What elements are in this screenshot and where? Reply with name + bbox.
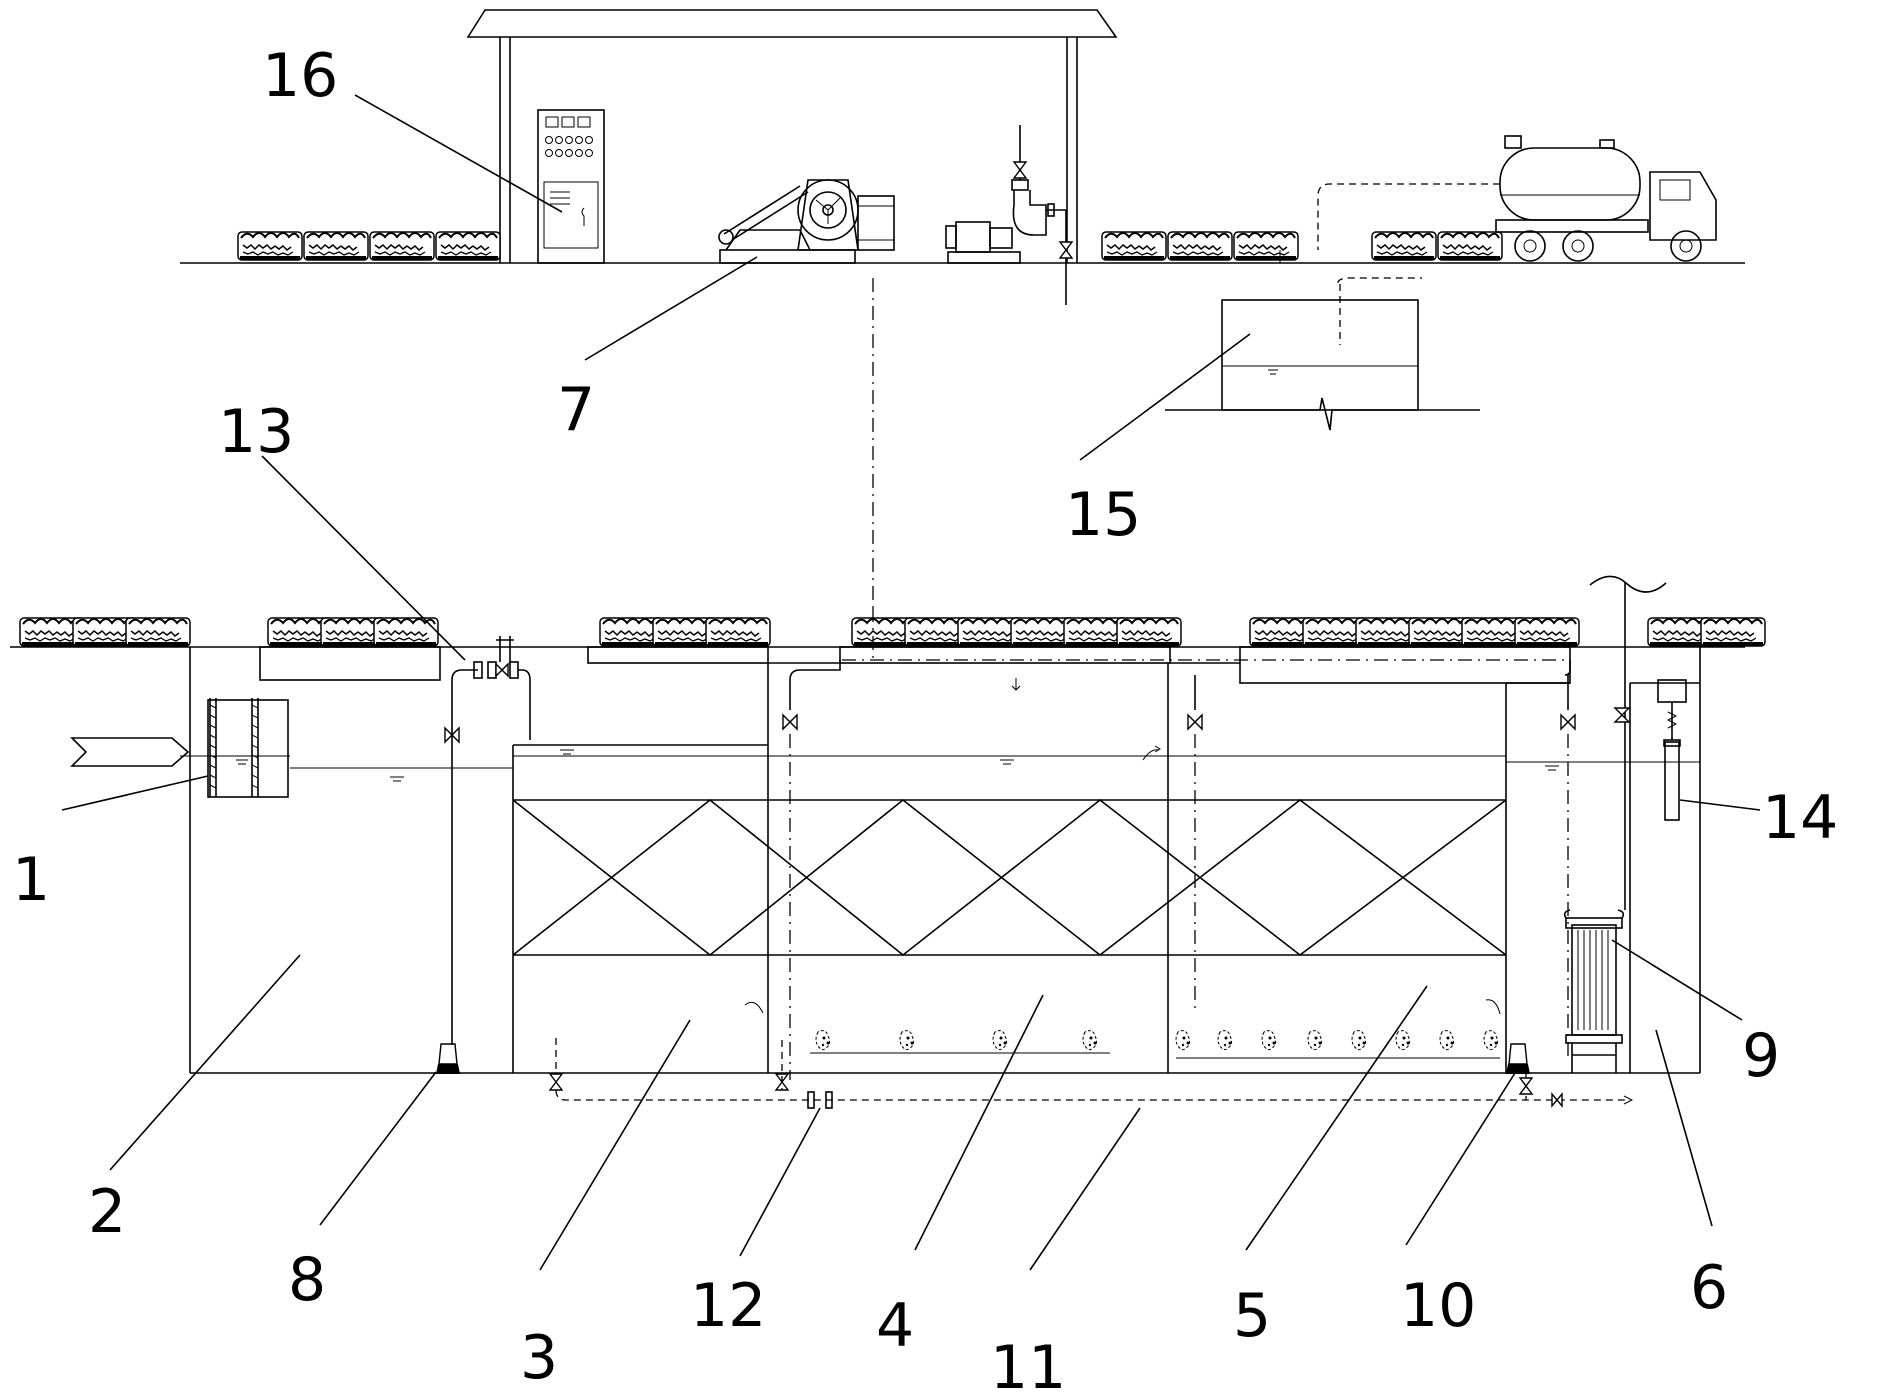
label-14: 14: [1762, 783, 1838, 853]
leader-lines: [61, 94, 1761, 1271]
label-15: 15: [1065, 480, 1141, 550]
label-2: 2: [88, 1177, 126, 1247]
label-16: 16: [262, 41, 338, 111]
lift-pump-and-pipe: [435, 636, 531, 1075]
pump-house-shed: [466, 9, 1118, 263]
sludge-return-line: [549, 1038, 1634, 1109]
filler-media-zone: [512, 798, 1507, 957]
label-3: 3: [520, 1323, 558, 1393]
label-13: 13: [218, 397, 294, 467]
level-gauge: [1657, 679, 1687, 821]
upper-shrubs-middle: [1101, 231, 1299, 261]
aeration-diffusers: [744, 999, 1501, 1059]
callout-numbers: 16 7 13 15 1 14 9 2 8 3 12 4 11 5 10 6: [12, 41, 1838, 1395]
label-7: 7: [557, 375, 595, 445]
label-11: 11: [990, 1333, 1066, 1395]
label-10: 10: [1400, 1271, 1476, 1341]
label-4: 4: [876, 1291, 914, 1361]
lower-shrubs: [19, 617, 1766, 647]
membrane-module: [1563, 575, 1667, 1073]
treatment-tank-body: [189, 647, 1701, 1074]
sludge-tanker-truck: [1495, 135, 1717, 262]
upper-shrubs-left: [237, 231, 501, 261]
regulating-tank: [1165, 299, 1480, 431]
label-12: 12: [690, 1271, 766, 1341]
truck-suction-pipe: [1279, 183, 1500, 345]
air-supply-pipes: [782, 278, 1576, 1080]
bar-screen-chamber: [180, 698, 290, 798]
label-8: 8: [288, 1245, 326, 1315]
label-1: 1: [12, 845, 50, 915]
label-5: 5: [1233, 1281, 1271, 1351]
roots-blower: [718, 179, 895, 264]
inlet-arrow: [70, 737, 190, 767]
label-6: 6: [1690, 1253, 1728, 1323]
label-9: 9: [1742, 1021, 1780, 1091]
control-cabinet: [537, 109, 605, 264]
self-priming-pump: [945, 125, 1073, 305]
upper-shrubs-right: [1371, 231, 1503, 261]
